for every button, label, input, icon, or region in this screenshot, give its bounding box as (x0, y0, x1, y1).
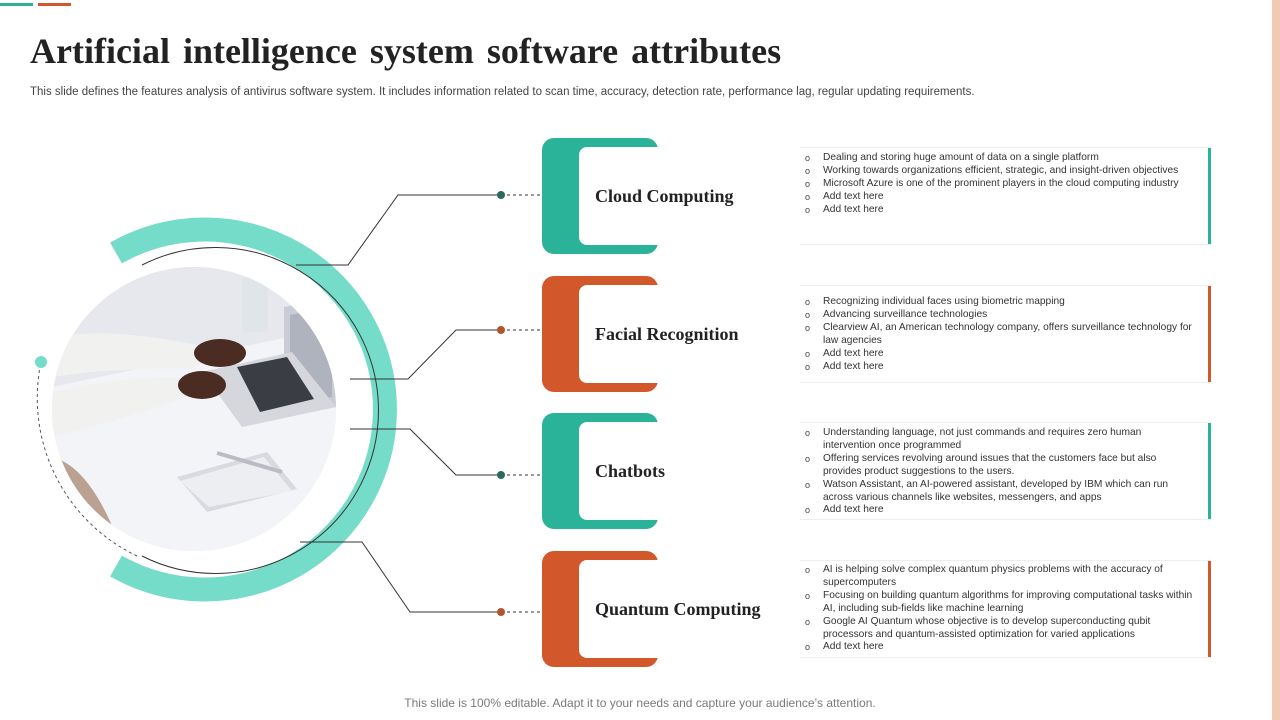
connector-dot-1 (497, 191, 505, 199)
card-label-box-quantum-computing: Quantum Computing (579, 560, 810, 658)
card-title-facial-recognition: Facial Recognition (595, 323, 739, 344)
list-item: Recognizing individual faces using biome… (805, 296, 1195, 309)
list-item: Dealing and storing huge amount of data … (805, 152, 1195, 165)
slide-footer: This slide is 100% editable. Adapt it to… (404, 696, 876, 710)
list-item: Add text here (805, 641, 1195, 654)
inner-thin-ring (141, 247, 379, 574)
card-panel-facial-recognition: Recognizing individual faces using biome… (800, 285, 1211, 383)
list-item: Advancing surveillance technologies (805, 309, 1195, 322)
list-item: Add text here (805, 348, 1195, 361)
list-item: Focusing on building quantum algorithms … (805, 590, 1195, 616)
panel-edge (1208, 286, 1211, 382)
list-item: Add text here (805, 204, 1195, 217)
panel-edge (1208, 561, 1211, 657)
connector-dot-4 (497, 608, 505, 616)
list-item: AI is helping solve complex quantum phys… (805, 564, 1195, 590)
bullet-list: Dealing and storing huge amount of data … (805, 152, 1195, 217)
list-item: Clearview AI, an American technology com… (805, 322, 1195, 348)
list-item: Add text here (805, 191, 1195, 204)
card-panel-cloud-computing: Dealing and storing huge amount of data … (800, 147, 1211, 245)
panel-edge (1208, 423, 1211, 519)
top-accent-teal (0, 3, 33, 6)
slide-subtitle: This slide defines the features analysis… (30, 86, 975, 98)
list-item: Add text here (805, 504, 1195, 517)
card-title-cloud-computing: Cloud Computing (595, 185, 734, 206)
list-item: Working towards organizations efficient,… (805, 165, 1195, 178)
card-panel-quantum-computing: AI is helping solve complex quantum phys… (800, 560, 1211, 658)
connector-dot-3 (497, 471, 505, 479)
connector-dot-2 (497, 326, 505, 334)
arc-end-dot (35, 356, 47, 368)
teal-ring (110, 217, 397, 602)
bullet-list: Understanding language, not just command… (805, 427, 1195, 517)
list-item: Google AI Quantum whose objective is to … (805, 616, 1195, 642)
list-item: Add text here (805, 361, 1195, 374)
card-title-chatbots: Chatbots (595, 460, 666, 481)
list-item: Offering services revolving around issue… (805, 453, 1195, 479)
top-accent-orange (38, 3, 71, 6)
card-panel-chatbots: Understanding language, not just command… (800, 422, 1211, 520)
list-item: Microsoft Azure is one of the prominent … (805, 178, 1195, 191)
list-item: Understanding language, not just command… (805, 427, 1195, 453)
card-label-box-cloud-computing: Cloud Computing (579, 147, 810, 245)
right-edge-strip (1272, 0, 1280, 720)
bullet-list: Recognizing individual faces using biome… (805, 296, 1195, 373)
slide-title: Artificial intelligence system software … (30, 31, 782, 71)
hands-typing-on-laptop-photo (52, 267, 336, 551)
card-title-quantum-computing: Quantum Computing (595, 598, 761, 619)
card-label-box-facial-recognition: Facial Recognition (579, 285, 810, 383)
bullet-list: AI is helping solve complex quantum phys… (805, 564, 1195, 654)
list-item: Watson Assistant, an AI-powered assistan… (805, 479, 1195, 505)
card-label-box-chatbots: Chatbots (579, 422, 810, 520)
panel-edge (1208, 148, 1211, 244)
